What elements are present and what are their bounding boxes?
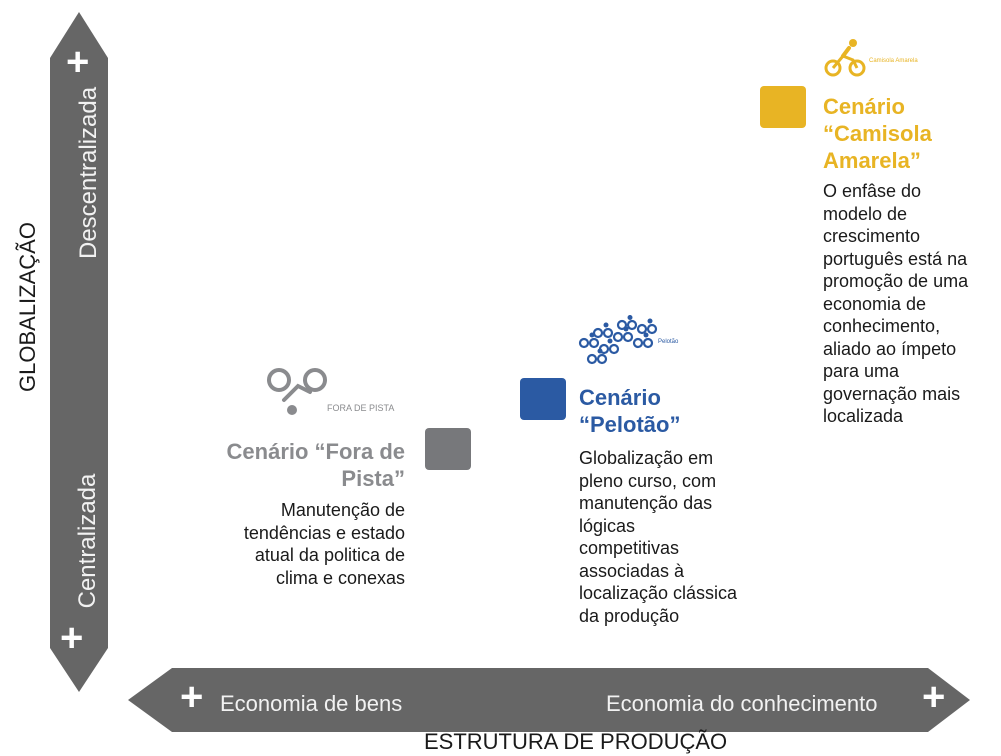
- x-axis-right-label: Economia do conhecimento: [606, 691, 878, 716]
- fora-de-pista-description: Manutenção de tendências e estado atual …: [243, 500, 405, 588]
- y-top-plus-icon: +: [66, 40, 90, 84]
- pelotao-logo: Pelotão: [578, 315, 698, 371]
- camisola-amarela-marker: [760, 86, 806, 128]
- y-axis-title: GLOBALIZAÇÃO: [15, 222, 40, 392]
- camisola-amarela-title: Cenário “Camisola Amarela”: [823, 94, 932, 173]
- y-axis-top-label: Descentralizada: [75, 86, 102, 259]
- horizontal-axis-arrow: [128, 668, 970, 732]
- y-axis-bottom-label: Centralizada: [74, 473, 101, 609]
- pelotao-description: Globalização em pleno curso, com manuten…: [579, 448, 738, 626]
- x-right-plus-icon: +: [922, 675, 946, 719]
- pelotao-title: Cenário “Pelotão”: [579, 385, 681, 437]
- cyclist-outline-icon: [267, 368, 327, 415]
- cyclist-yellow-icon: [824, 39, 866, 77]
- camisola-amarela-description: O enfâse do modelo de crescimento portug…: [823, 181, 969, 426]
- vertical-axis-arrow: [50, 12, 108, 692]
- fora-de-pista-title: Cenário “Fora de Pista”: [226, 439, 405, 491]
- pelotao-logo-text: Pelotão: [658, 339, 679, 345]
- fora-de-pista-marker: [425, 428, 471, 470]
- x-left-plus-icon: +: [180, 675, 204, 719]
- fora-de-pista-logo: FORA DE PISTA: [262, 366, 402, 418]
- cyclist-group-icon: [578, 315, 658, 365]
- fora-de-pista-logo-text: FORA DE PISTA: [327, 403, 395, 413]
- y-bottom-plus-icon: +: [60, 616, 84, 660]
- pelotao-marker: [520, 378, 566, 420]
- x-axis-title: ESTRUTURA DE PRODUÇÃO: [424, 729, 728, 754]
- x-axis-left-label: Economia de bens: [220, 691, 403, 716]
- camisola-amarela-logo: Camisola Amarela: [823, 38, 963, 78]
- camisola-amarela-logo-text: Camisola Amarela: [869, 58, 918, 64]
